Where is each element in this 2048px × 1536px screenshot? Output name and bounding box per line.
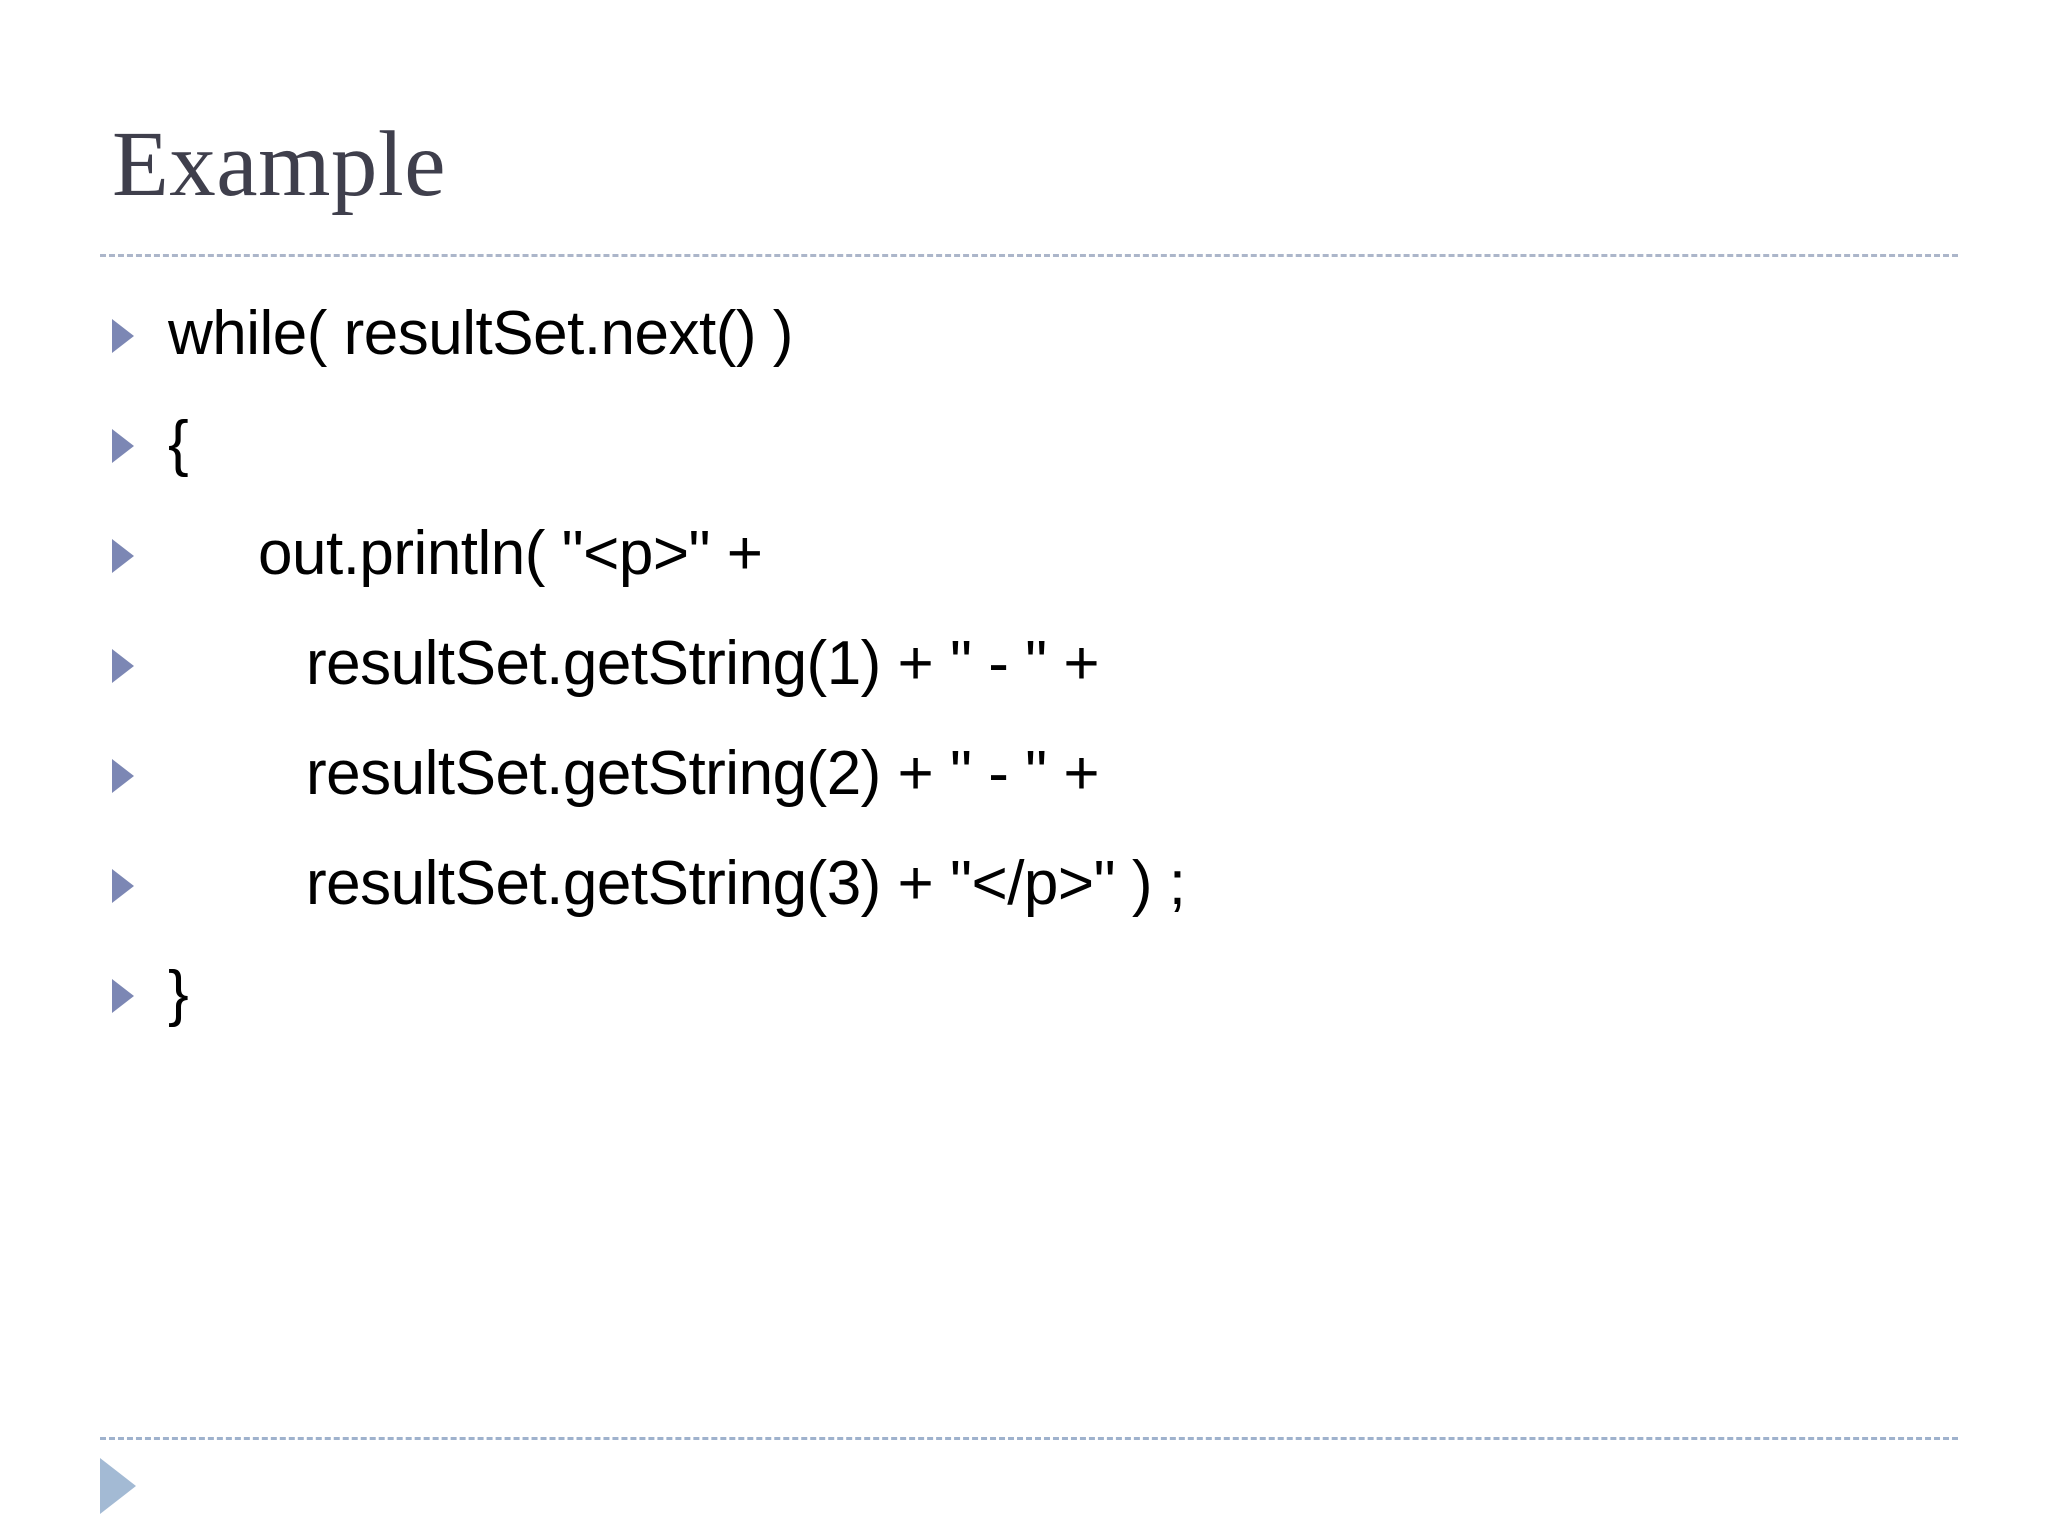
list-item[interactable]: { (112, 396, 1972, 506)
triangle-right-icon (112, 616, 158, 714)
bullet-list: while( resultSet.next() ) { out.println(… (112, 286, 1972, 1056)
list-item[interactable]: resultSet.getString(1) + " - " + (112, 616, 1972, 726)
list-item-label: { (168, 409, 189, 478)
list-item[interactable]: } (112, 946, 1972, 1056)
list-item-label: } (168, 959, 189, 1028)
slide-title-area: Example (112, 118, 1952, 248)
triangle-right-icon (112, 836, 158, 934)
title-divider (100, 254, 1958, 257)
triangle-right-icon[interactable] (100, 1458, 136, 1514)
list-item[interactable]: resultSet.getString(2) + " - " + (112, 726, 1972, 836)
triangle-right-icon (112, 726, 158, 824)
list-item[interactable]: while( resultSet.next() ) (112, 286, 1972, 396)
list-item-label: while( resultSet.next() ) (168, 299, 793, 368)
list-item[interactable]: out.println( "<p>" + (112, 506, 1972, 616)
triangle-right-icon (112, 946, 158, 1044)
list-item-label: resultSet.getString(3) + "</p>" ) ; (306, 849, 1186, 918)
list-item-label: out.println( "<p>" + (258, 519, 763, 588)
triangle-right-icon (112, 286, 158, 384)
triangle-right-icon (112, 396, 158, 494)
footer-divider (100, 1437, 1958, 1440)
page-title: Example (112, 113, 447, 216)
list-item[interactable]: resultSet.getString(3) + "</p>" ) ; (112, 836, 1972, 946)
list-item-label: resultSet.getString(2) + " - " + (306, 739, 1100, 808)
list-item-label: resultSet.getString(1) + " - " + (306, 629, 1100, 698)
triangle-right-icon (112, 506, 158, 604)
